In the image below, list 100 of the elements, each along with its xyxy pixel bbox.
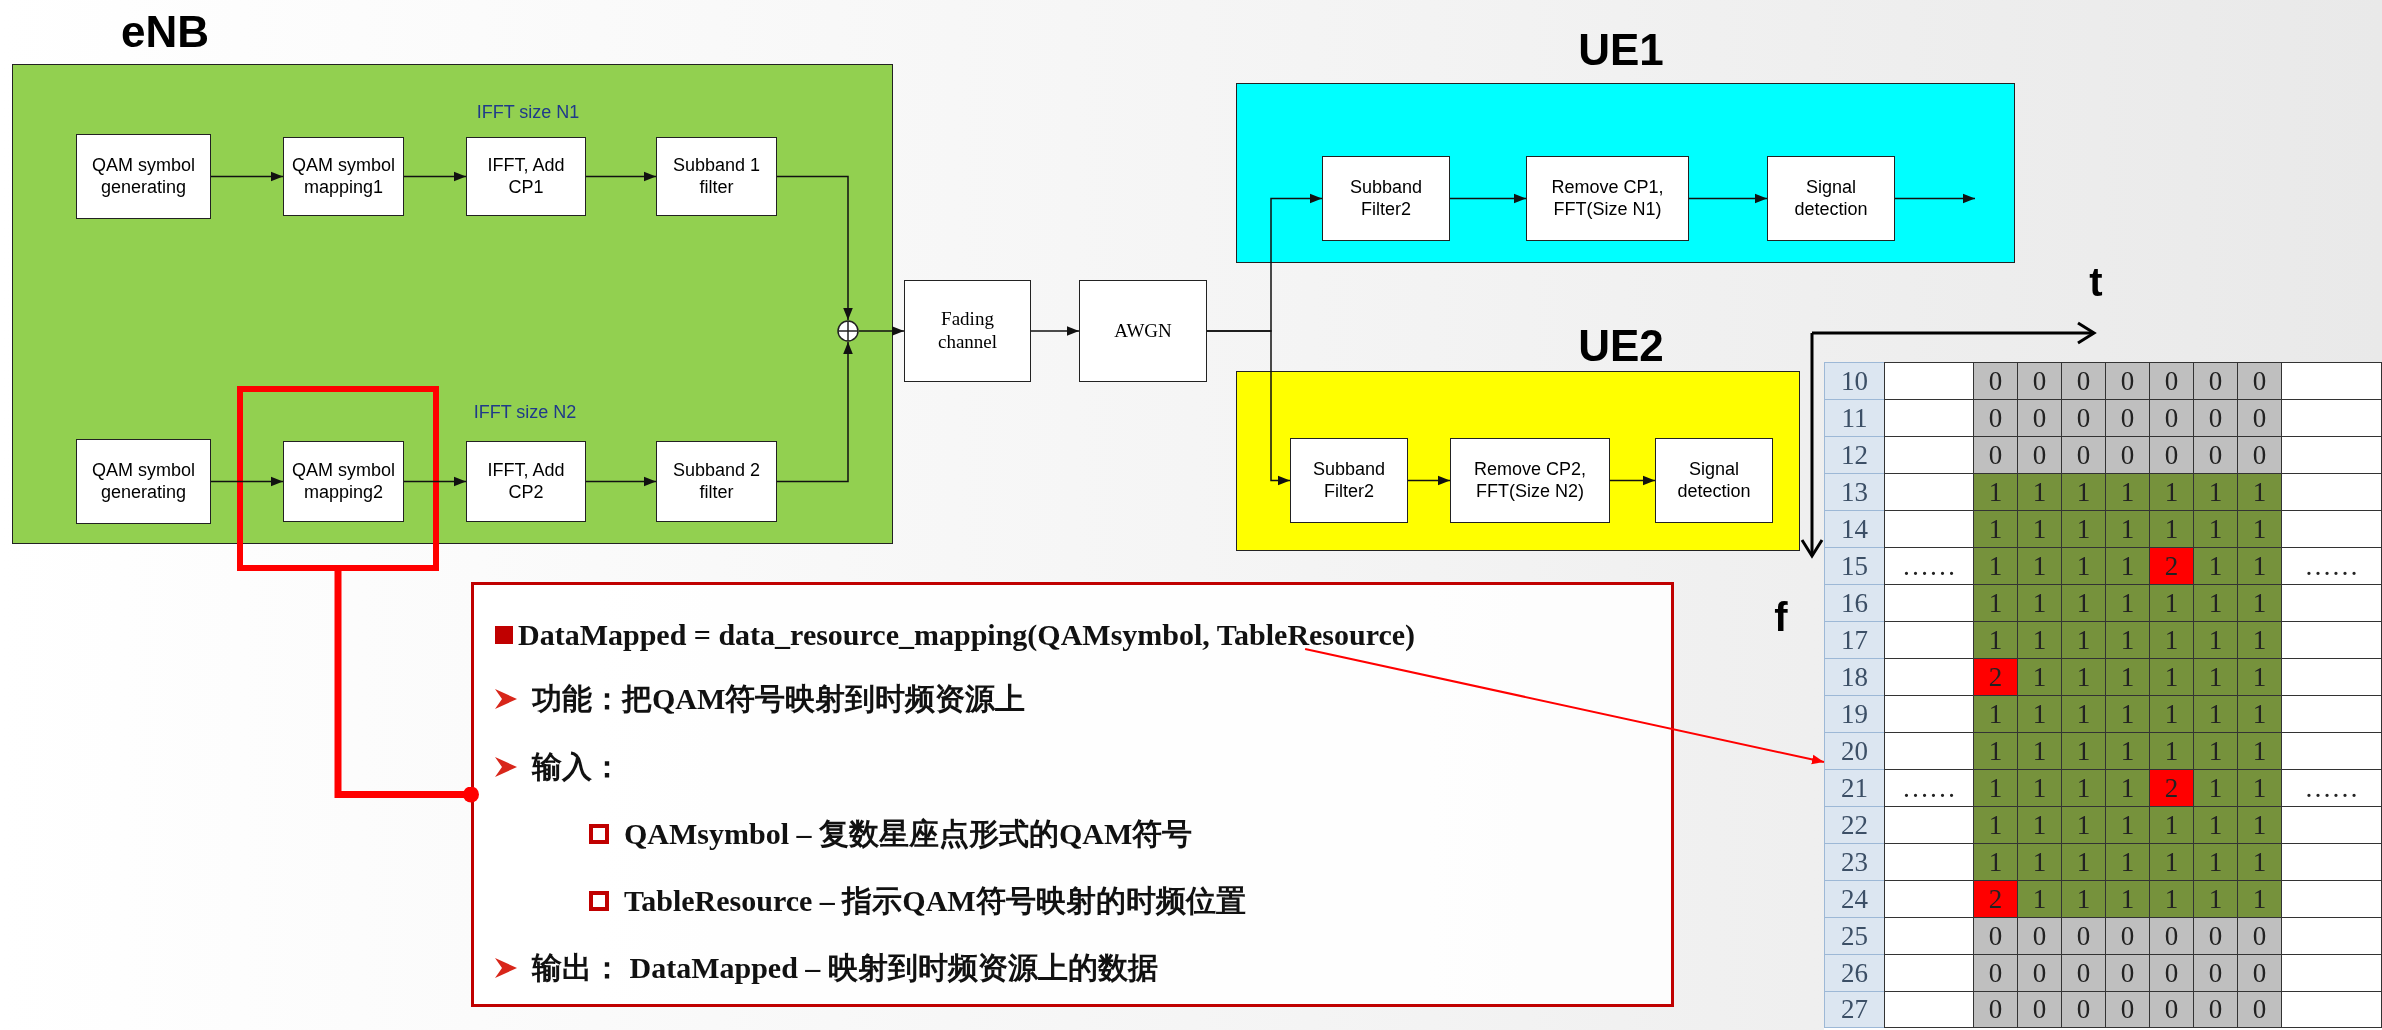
resource-cell: 0 — [2149, 362, 2194, 400]
description-text: 功能：把QAM符号映射到时频资源上 — [532, 681, 1026, 717]
row-number: 26 — [1824, 954, 1885, 992]
resource-cell: 1 — [1973, 547, 2018, 585]
resource-cell: 1 — [2105, 880, 2150, 918]
process-block: QAM symbol generating — [76, 439, 211, 524]
resource-cell: 1 — [2149, 732, 2194, 770]
arrow — [776, 175, 853, 321]
resource-cell: 1 — [2237, 658, 2282, 696]
process-block: Subband 1 filter — [656, 137, 777, 216]
resource-cell: 1 — [2105, 695, 2150, 733]
resource-cell: 0 — [1973, 917, 2018, 955]
resource-cell: 1 — [2149, 806, 2194, 844]
row-number: 11 — [1824, 399, 1885, 437]
resource-cell: 1 — [2193, 843, 2238, 881]
row-number: 15 — [1824, 547, 1885, 585]
resource-cell: 1 — [2237, 547, 2282, 585]
resource-cell: 0 — [2193, 436, 2238, 474]
resource-cell: 1 — [2193, 621, 2238, 659]
process-block: Signal detection — [1767, 156, 1895, 241]
description-text: TableResource – 指示QAM符号映射的时频位置 — [624, 883, 1246, 919]
process-block: AWGN — [1079, 280, 1207, 382]
resource-cell: 1 — [2061, 621, 2106, 659]
resource-cell: 0 — [2105, 917, 2150, 955]
resource-cell: 0 — [2149, 399, 2194, 437]
resource-cell: 0 — [2061, 436, 2106, 474]
process-block: Signal detection — [1655, 438, 1773, 523]
arrow — [1030, 326, 1080, 336]
resource-cell: 1 — [1973, 510, 2018, 548]
resource-cell: 1 — [2149, 510, 2194, 548]
resource-cell: 0 — [1973, 954, 2018, 992]
resource-cell: 1 — [2193, 510, 2238, 548]
resource-cell: 0 — [2061, 399, 2106, 437]
row-number: 19 — [1824, 695, 1885, 733]
resource-cell: 0 — [1973, 436, 2018, 474]
resource-cell: 1 — [2017, 621, 2062, 659]
resource-cell: 0 — [2017, 917, 2062, 955]
resource-cell: 0 — [2149, 991, 2194, 1028]
arrow — [403, 171, 467, 182]
arrow — [585, 476, 657, 487]
arrow — [1688, 193, 1768, 204]
resource-cell: 1 — [2061, 510, 2106, 548]
resource-cell: 1 — [2193, 806, 2238, 844]
row-number: 14 — [1824, 510, 1885, 548]
resource-cell: 1 — [2017, 769, 2062, 807]
row-number: 16 — [1824, 584, 1885, 622]
row-number: 22 — [1824, 806, 1885, 844]
arrow — [1894, 193, 1976, 204]
process-block: QAM symbol mapping1 — [283, 137, 404, 216]
row-number: 12 — [1824, 436, 1885, 474]
row-number: 24 — [1824, 880, 1885, 918]
resource-cell: 0 — [1973, 362, 2018, 400]
process-block: Remove CP2, FFT(Size N2) — [1450, 438, 1610, 523]
description-text: 输入： — [532, 749, 622, 785]
resource-cell: 1 — [2017, 843, 2062, 881]
resource-cell: 1 — [2149, 473, 2194, 511]
resource-cell: 0 — [2193, 399, 2238, 437]
resource-cell: 0 — [2193, 362, 2238, 400]
resource-cell: 1 — [2237, 510, 2282, 548]
resource-cell: 1 — [2105, 658, 2150, 696]
arrow — [403, 476, 467, 487]
process-block: Remove CP1, FFT(Size N1) — [1526, 156, 1689, 241]
resource-cell: 1 — [2105, 843, 2150, 881]
resource-cell: 1 — [2105, 621, 2150, 659]
process-block: QAM symbol generating — [76, 134, 211, 219]
resource-cell: 1 — [2061, 732, 2106, 770]
resource-cell: 1 — [1973, 695, 2018, 733]
resource-cell: 1 — [2061, 547, 2106, 585]
arrow — [585, 171, 657, 182]
resource-cell: 1 — [2237, 732, 2282, 770]
row-number: 27 — [1824, 991, 1885, 1028]
resource-cell: 2 — [1973, 880, 2018, 918]
resource-cell: 1 — [2237, 769, 2282, 807]
resource-grid-table — [1824, 362, 2382, 1030]
resource-cell: 1 — [1973, 843, 2018, 881]
resource-cell: 1 — [1973, 473, 2018, 511]
resource-cell: 0 — [2105, 362, 2150, 400]
row-number: 10 — [1824, 362, 1885, 400]
resource-cell: 1 — [1973, 621, 2018, 659]
resource-cell: 1 — [2193, 473, 2238, 511]
resource-cell: 1 — [1973, 584, 2018, 622]
resource-cell: 1 — [2193, 695, 2238, 733]
resource-cell: 1 — [2061, 658, 2106, 696]
resource-cell: 0 — [2105, 991, 2150, 1028]
resource-cell: 1 — [2061, 473, 2106, 511]
resource-cell: 1 — [2061, 769, 2106, 807]
arrow — [858, 326, 905, 336]
description-text: 输出： DataMapped – 映射到时频资源上的数据 — [532, 950, 1158, 986]
row-number: 20 — [1824, 732, 1885, 770]
resource-cell: 0 — [2017, 954, 2062, 992]
resource-cell: 1 — [2105, 547, 2150, 585]
resource-cell: 0 — [2017, 399, 2062, 437]
resource-cell: 0 — [2193, 991, 2238, 1028]
resource-cell: 1 — [2017, 806, 2062, 844]
process-block: Fading channel — [904, 280, 1031, 382]
block-title: UE1 — [1578, 28, 1664, 72]
resource-cell: 1 — [2193, 732, 2238, 770]
process-block: IFFT, Add CP1 — [466, 137, 586, 216]
resource-cell: 2 — [2149, 769, 2194, 807]
resource-cell: 1 — [2237, 843, 2282, 881]
